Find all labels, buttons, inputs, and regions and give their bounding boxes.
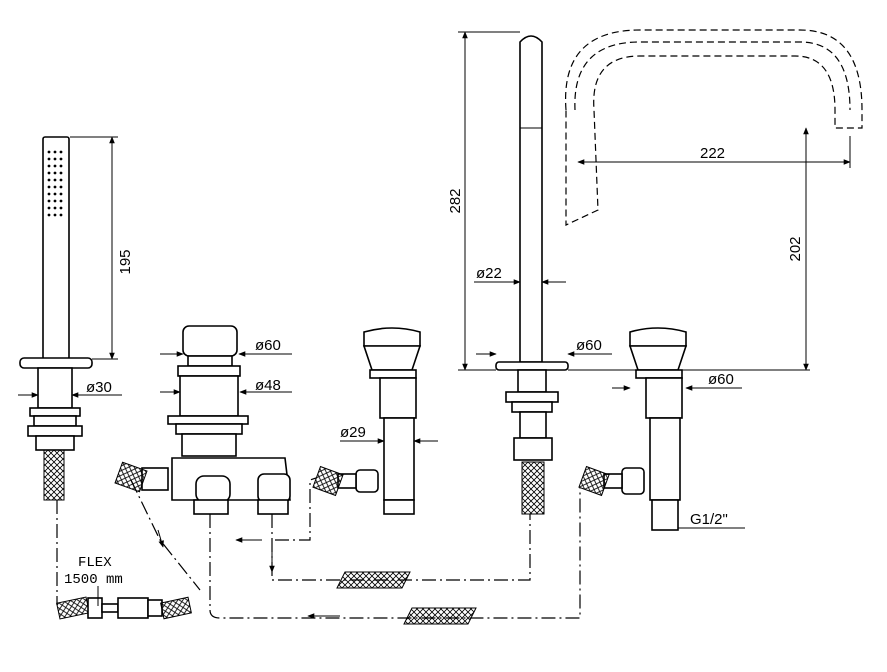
- dim-spout-height: 282: [447, 188, 464, 213]
- hand-shower: [18, 136, 122, 501]
- dim-connection-thread: G1/2": [690, 511, 728, 528]
- flex-hose-label: FLEX: [78, 555, 112, 571]
- diverter: [114, 325, 292, 515]
- shower-nozzle-dots: [47, 150, 63, 217]
- dim-diverter-knob-diameter: ø60: [255, 337, 281, 354]
- right-valve: [578, 327, 745, 531]
- dim-hand-shower-base-diameter: ø30: [86, 379, 112, 396]
- dim-diverter-body-diameter: ø48: [255, 377, 281, 394]
- dim-spout-reach: 222: [700, 145, 725, 162]
- dim-spout-outlet-height: 202: [787, 236, 804, 261]
- left-valve: [312, 327, 438, 515]
- flex-hose-connector: [56, 586, 192, 620]
- dim-hand-shower-length: 195: [117, 249, 134, 274]
- spout: [458, 29, 863, 515]
- pipe-routing: [56, 477, 581, 625]
- dim-spout-base-diameter: ø60: [576, 337, 602, 354]
- flex-hose-length: 1500 mm: [64, 572, 123, 588]
- dim-right-valve-diameter: ø60: [708, 371, 734, 388]
- dim-valve-body-diameter: ø29: [340, 424, 366, 441]
- dim-spout-diameter: ø22: [476, 265, 502, 282]
